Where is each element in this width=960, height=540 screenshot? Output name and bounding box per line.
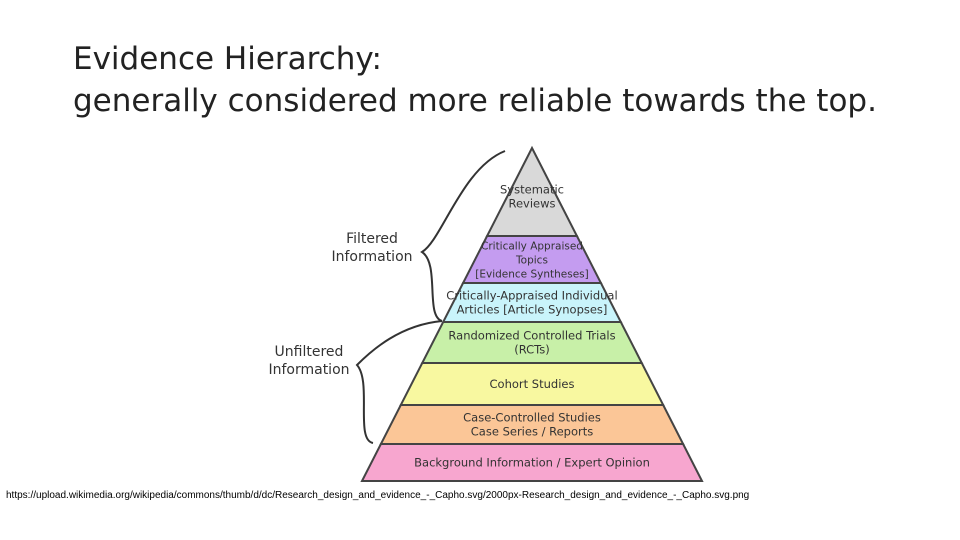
pyramid-level-label: Case Series / Reports [471, 425, 593, 439]
group-label: Information [331, 249, 412, 265]
source-url: https://upload.wikimedia.org/wikipedia/c… [6, 490, 750, 501]
group-label: Unfiltered [275, 344, 344, 360]
group-brace [355, 320, 443, 444]
slide-title: Evidence Hierarchy: generally considered… [73, 38, 943, 122]
pyramid-level-label: Reviews [508, 196, 555, 210]
group-brace [420, 150, 506, 322]
pyramid-level-label: Systematic [500, 182, 564, 196]
slide-title-line-2: generally considered more reliable towar… [73, 83, 877, 119]
pyramid-level-label: Randomized Controlled Trials [448, 329, 615, 343]
pyramid-level: Randomized Controlled Trials(RCTs) [420, 321, 644, 364]
slide-title-line-1: Evidence Hierarchy: [73, 41, 382, 77]
group-label: Information [268, 362, 349, 378]
group-braces [355, 150, 506, 444]
pyramid-level-label: Articles [Article Synopses] [457, 303, 608, 317]
pyramid-level-label: [Evidence Syntheses] [475, 269, 588, 281]
pyramid-level-label: Topics [515, 255, 548, 267]
pyramid-level-label: (RCTs) [514, 343, 550, 357]
pyramid-level-shape [360, 443, 704, 482]
pyramid-level-label: Cohort Studies [490, 377, 575, 391]
pyramid-level-label: Case-Controlled Studies [463, 411, 601, 425]
pyramid-level-label: Critically-Appraised Individual [446, 289, 617, 303]
group-label: Filtered [346, 231, 398, 247]
pyramid-level: Background Information / Expert Opinion [360, 443, 704, 482]
pyramid-level-label: Critically Appraised [481, 241, 583, 253]
pyramid-level: Critically-Appraised IndividualArticles … [441, 282, 623, 323]
pyramid-level-label: Background Information / Expert Opinion [414, 456, 650, 470]
pyramid-level: Cohort Studies [399, 362, 665, 406]
